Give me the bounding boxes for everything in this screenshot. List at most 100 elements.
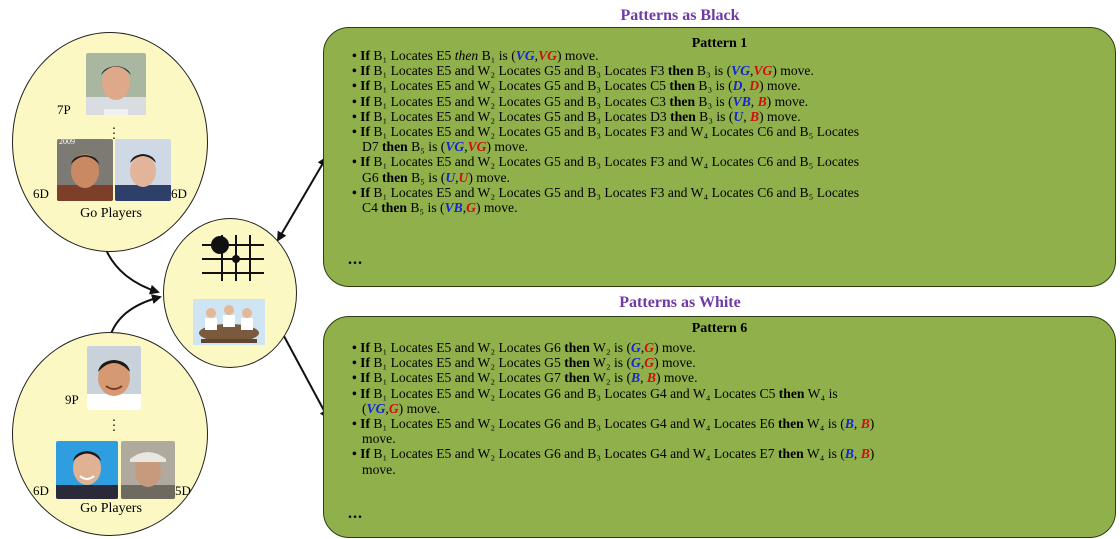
white-rule-5: • If B₁ Locates E5 and W₂ Locates G6 and… xyxy=(352,416,1101,446)
rule-text-segment: D xyxy=(732,78,743,94)
rule-text-segment: G xyxy=(644,355,655,371)
rule-text-segment: , xyxy=(750,93,758,109)
player-photo-6d xyxy=(56,441,118,499)
rule-text-segment: B₁ Locates E5 and W₂ Locates G6 xyxy=(369,340,565,355)
more-players-dots: ... xyxy=(112,118,116,143)
rule-text-segment: then xyxy=(564,370,590,386)
rule-text-segment: B xyxy=(646,370,656,386)
black-rule-4: • If B₁ Locates E5 and W₂ Locates G5 and… xyxy=(352,94,1101,109)
rule-text-segment: B₁ Locates E5 xyxy=(369,48,455,63)
rule-text-segment: G xyxy=(388,400,399,416)
rule-text-segment: VG xyxy=(515,48,535,63)
white-rule-1: • If B₁ Locates E5 and W₂ Locates G6 the… xyxy=(352,340,1101,355)
rank-6d-right-label: 6D xyxy=(171,186,187,201)
rule-text-segment: B xyxy=(631,370,641,386)
rule-text-segment: VG xyxy=(538,48,557,63)
rule-text-segment: • xyxy=(352,355,357,371)
black-rule-list: • If B₁ Locates E5 then B₁ is (VG,VG) mo… xyxy=(352,48,1101,215)
rule-text-segment: ) move. xyxy=(398,400,441,416)
white-pattern-title: Pattern 6 xyxy=(691,321,748,336)
rule-text-segment: , xyxy=(464,139,468,155)
rule-text-segment: B₁ Locates E5 and W₂ Locates G5 and B₃ L… xyxy=(369,154,860,170)
rule-text-segment: If xyxy=(356,184,370,200)
rule-text-segment: C4 xyxy=(362,200,382,216)
rule-text-segment: U xyxy=(458,169,469,185)
black-rule-7: • If B₁ Locates E5 and W₂ Locates G5 and… xyxy=(352,154,1101,184)
rule-text-segment: ) move. xyxy=(654,355,696,371)
rule-text-segment: G xyxy=(644,340,655,355)
rule-text-segment: , xyxy=(750,63,754,79)
white-rule-4: • If B₁ Locates E5 and W₂ Locates G6 and… xyxy=(352,386,1101,416)
rule-text-segment: ) move. xyxy=(766,93,809,109)
rule-text-segment: move. xyxy=(362,461,396,477)
rule-text-segment: W₄ is ( xyxy=(803,416,845,432)
rule-text-segment: • xyxy=(352,184,357,200)
rule-text-segment: B₁ Locates E5 and W₂ Locates G5 and B₃ L… xyxy=(369,184,860,200)
rule-text-segment: If xyxy=(356,78,370,94)
rule-text-segment: ) move. xyxy=(759,108,801,124)
rule-text-segment: If xyxy=(356,340,370,355)
white-ellipsis: ... xyxy=(348,505,363,522)
rule-text-segment: move. xyxy=(362,431,396,447)
rule-text-segment: B₅ is ( xyxy=(406,200,445,216)
rule-text-segment: ) move. xyxy=(759,78,801,94)
rule-text-segment: , xyxy=(640,370,647,386)
black-ellipsis: ... xyxy=(348,251,363,268)
rule-text-segment: If xyxy=(356,108,370,124)
rule-text-segment: ) move. xyxy=(654,340,696,355)
meeting-table-icon xyxy=(193,299,265,345)
rule-text-segment: VG xyxy=(731,63,751,79)
rule-text-segment: B₁ Locates E5 and W₂ Locates G5 xyxy=(369,355,565,371)
rule-text-segment: B₁ Locates E5 and W₂ Locates G5 and B₃ L… xyxy=(369,63,668,79)
black-rule-5: • If B₁ Locates E5 and W₂ Locates G5 and… xyxy=(352,109,1101,124)
rule-text-segment: then xyxy=(778,416,804,432)
rule-text-segment: VB xyxy=(444,200,463,216)
player-portrait-icon xyxy=(57,139,113,201)
player-portrait-icon xyxy=(87,346,141,410)
rule-text-segment: B₁ is ( xyxy=(478,48,516,63)
player-portrait-icon xyxy=(121,441,175,499)
black-rule-6: • If B₁ Locates E5 and W₂ Locates G5 and… xyxy=(352,124,1101,154)
rule-text-segment: B₁ Locates E5 and W₂ Locates G5 and B₃ L… xyxy=(369,78,670,94)
rule-text-segment: ) move. xyxy=(556,48,599,63)
rule-text-segment: • xyxy=(352,78,357,94)
rule-text-segment: If xyxy=(356,48,370,63)
rule-text-segment: D xyxy=(749,78,760,94)
center-system-circle xyxy=(163,218,297,368)
rule-text-segment: then xyxy=(382,169,408,185)
white-rule-3: • If B₁ Locates E5 and W₂ Locates G7 the… xyxy=(352,370,1101,385)
rule-text-segment: B₁ Locates E5 and W₂ Locates G6 and B₃ L… xyxy=(369,385,779,401)
rule-text-segment: B₁ Locates E5 and W₂ Locates G7 xyxy=(369,370,565,386)
rule-text-segment: , xyxy=(640,340,645,355)
rule-text-segment: then xyxy=(564,340,590,355)
rule-text-segment: • xyxy=(352,370,357,386)
black-patterns-panel: Pattern 1 • If B₁ Locates E5 then B₁ is … xyxy=(323,27,1116,287)
rule-text-segment: B₅ is ( xyxy=(407,139,446,155)
black-rule-3: • If B₁ Locates E5 and W₂ Locates G5 and… xyxy=(352,78,1101,93)
rule-text-segment: D7 xyxy=(362,139,383,155)
rule-text-segment: then xyxy=(778,446,804,462)
rank-5d-label: 5D xyxy=(175,483,191,498)
rank-6d-left-label: 6D xyxy=(33,186,49,201)
rule-text-segment: , xyxy=(455,169,459,185)
rule-text-segment: , xyxy=(534,48,539,63)
black-rule-8: • If B₁ Locates E5 and W₂ Locates G5 and… xyxy=(352,185,1101,215)
rule-text-segment: If xyxy=(356,385,370,401)
player-photo-7p xyxy=(86,53,146,115)
rule-text-segment: then xyxy=(454,48,479,63)
rule-text-segment: B₁ Locates E5 and W₂ Locates G5 and B₃ L… xyxy=(369,124,860,140)
rule-text-segment: If xyxy=(356,154,370,170)
rule-text-segment: B xyxy=(750,108,760,124)
black-section-title: Patterns as Black xyxy=(620,7,740,24)
rule-text-segment: then xyxy=(564,355,590,371)
rule-text-segment: • xyxy=(352,446,357,462)
rule-text-segment: If xyxy=(356,370,370,386)
white-rule-2: • If B₁ Locates E5 and W₂ Locates G5 the… xyxy=(352,355,1101,370)
rule-text-segment: U xyxy=(733,108,744,124)
rule-text-segment: VG xyxy=(753,63,773,79)
go-players-label-bottom: Go Players xyxy=(80,501,142,516)
black-pattern-title: Pattern 1 xyxy=(691,36,748,51)
rule-text-segment: • xyxy=(352,340,357,355)
bottom-players-circle: 9P ... 6D 5D Go Players xyxy=(12,332,208,536)
white-patterns-panel: Pattern 6 • If B₁ Locates E5 and W₂ Loca… xyxy=(323,316,1116,538)
